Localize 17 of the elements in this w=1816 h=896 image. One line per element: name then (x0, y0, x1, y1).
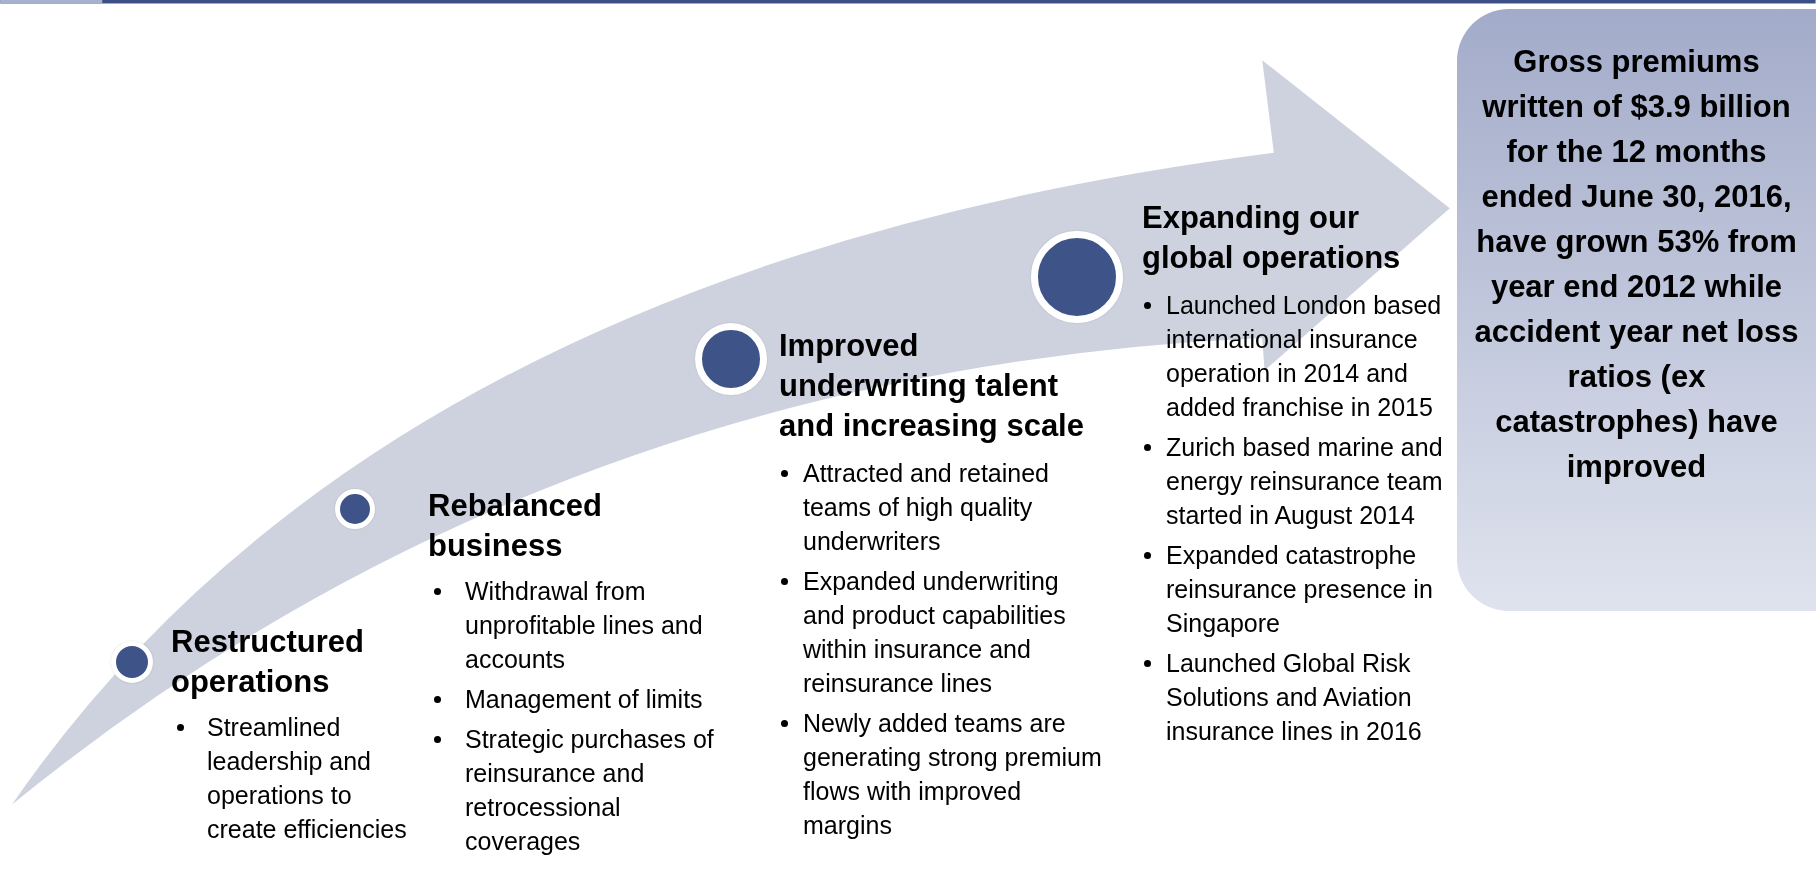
bullet-text: Zurich based marine and energy reinsurance team started in August 2014 (1166, 433, 1443, 529)
bullet-text: Expanded catastrophe reinsurance presence in Singapore (1166, 541, 1433, 637)
stage-heading: Improved underwriting talent and increasing scale (779, 327, 1085, 445)
summary-text: Gross premiums written of $3.9 billion for the 12 months ended June 30, 2016, have grown 53% from year end 2012 while accident year net loss ratios (ex catastrophes) have improved (1473, 43, 1800, 486)
bullet-text: Attracted and retained teams of high quality underwriters (803, 459, 1049, 555)
stage-heading: Restructured operations (171, 623, 365, 701)
bullet-text: Management of limits (465, 685, 703, 713)
stage-heading: Rebalanced business (428, 487, 603, 565)
bullet-text: Launched Global Risk Solutions and Aviation insurance lines in 2016 (1166, 649, 1422, 745)
bullet-text: Strategic purchases of reinsurance and retrocessional coverages (465, 725, 714, 855)
bullet-text: Streamlined leadership and operations to create efficiencies (207, 713, 407, 843)
stage-heading: Expanding our global operations (1142, 199, 1402, 277)
bullet-text: Expanded underwriting and product capabilities within insurance and reinsurance lines (803, 567, 1066, 697)
summary-panel (1457, 9, 1816, 611)
bullet-text: Launched London based international insurance operation in 2014 and added franchise in 2015 (1166, 291, 1442, 421)
bullet-text: Withdrawal from unprofitable lines and accounts (465, 577, 703, 673)
bullet-text: Newly added teams are generating strong premium flows with improved margins (803, 709, 1102, 839)
